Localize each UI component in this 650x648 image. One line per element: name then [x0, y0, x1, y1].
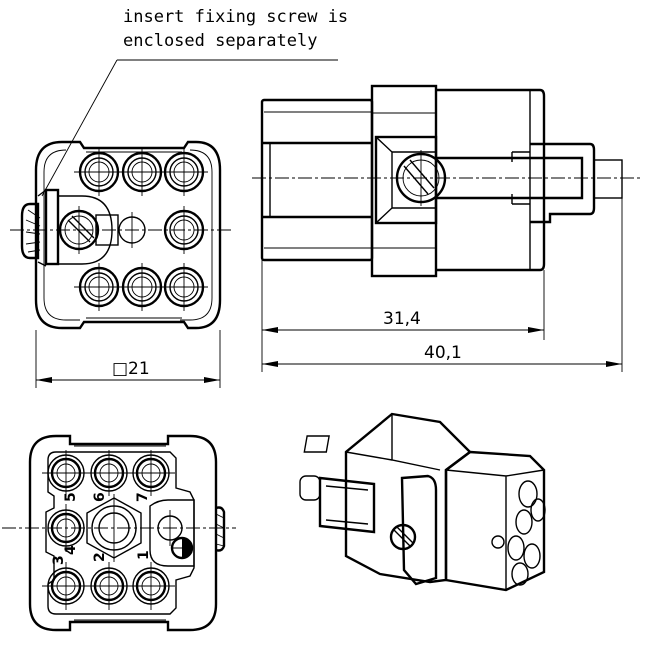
pin-label-5: 5 — [63, 492, 79, 502]
leader-line — [41, 59, 118, 197]
note-line-2: enclosed separately — [123, 31, 317, 51]
housing-outline — [34, 140, 222, 330]
housing-outline-rear — [28, 434, 218, 632]
pin-label-1: 1 — [136, 550, 152, 560]
isometric-view — [299, 412, 546, 592]
dimension-length-body: 31,4 — [383, 309, 421, 329]
iso-contact-face — [491, 480, 546, 586]
front-view: □21 — [10, 140, 232, 388]
rear-view: 1 2 3 4 5 6 7 — [2, 434, 236, 632]
note-callout: insert fixing screw is enclosed separate… — [41, 7, 348, 197]
front-body — [436, 88, 546, 272]
clip-plate — [44, 188, 60, 266]
insert-outline — [45, 451, 195, 615]
iso-collar — [400, 474, 438, 586]
dimension-front-square: □21 — [112, 359, 150, 379]
knurled-screw-icon — [215, 506, 226, 552]
middle-collar — [370, 84, 438, 278]
rear-body — [260, 98, 374, 262]
iso-rear-body — [344, 412, 472, 584]
pin-label-7: 7 — [135, 492, 151, 502]
knurled-screw-icon — [20, 202, 40, 260]
iso-screw-tab — [318, 476, 376, 534]
iso-coding-peg — [299, 475, 321, 501]
pin-label-4: 4 — [63, 545, 79, 555]
iso-window — [303, 435, 330, 453]
coding-peg — [593, 159, 623, 199]
iso-screw — [389, 523, 417, 551]
pin-label-6: 6 — [92, 492, 108, 502]
dimension-length-overall: 40,1 — [424, 343, 462, 363]
pin-label-3: 3 — [51, 555, 67, 565]
front-clip — [530, 142, 596, 224]
screw-slot-icon — [403, 159, 435, 195]
note-line-1: insert fixing screw is — [123, 7, 348, 27]
pin-label-2: 2 — [92, 552, 108, 562]
side-view: 31,4 40,1 — [252, 84, 642, 372]
